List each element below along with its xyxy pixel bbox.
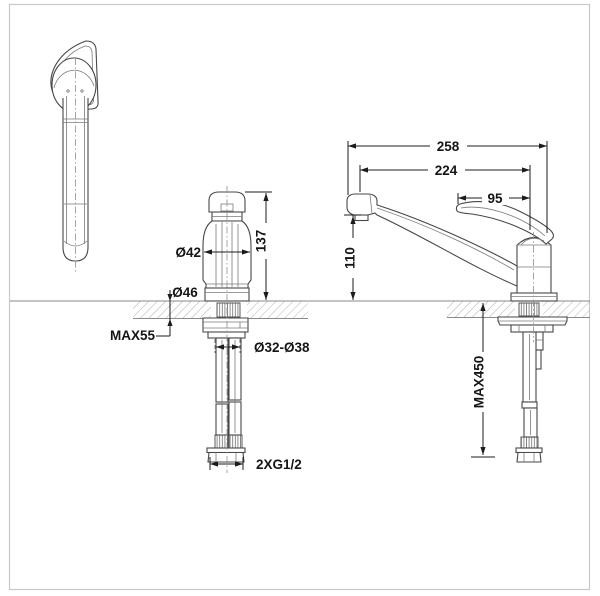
dim-max-mounting-thickness-label: MAX55 [110, 328, 156, 343]
dimension-labels: 258 224 95 110 137 MAX450 Ø42 Ø46 MAX55 … [110, 139, 509, 472]
side-hex-nut [516, 451, 542, 463]
side-hex-flange [515, 447, 543, 454]
side-flange-underplate [510, 324, 554, 333]
dim-supply-hose-thread-label: 2XG1/2 [256, 457, 302, 472]
plan-view-faucet [50, 40, 99, 272]
dim-base-diameter-label: Ø46 [172, 285, 198, 300]
front-hex-flange [206, 447, 246, 454]
front-hose-nut-left [214, 434, 229, 449]
side-spout-hl [376, 207, 515, 271]
dim-overall-length-label: 258 [437, 139, 460, 154]
front-mounting-bracket [202, 317, 249, 333]
plan-pin-left [66, 89, 70, 93]
side-handle-hl [460, 206, 546, 237]
plan-handle-dome-inner [53, 69, 95, 89]
front-hose-nut-right [228, 434, 243, 449]
side-hose-joint [521, 401, 538, 409]
dimension-annotations [156, 141, 548, 470]
side-threaded-shank [518, 302, 540, 317]
dim-handle-length-label: 95 [487, 191, 503, 206]
dim-mounting-hole-diameter-label: Ø32-Ø38 [254, 340, 310, 355]
front-threaded-shank [216, 302, 241, 318]
page-frame [8, 3, 591, 591]
front-hex-nut [207, 451, 245, 463]
side-body [516, 236, 552, 294]
side-hose-knurl-nut [520, 436, 539, 449]
side-view-faucet [346, 193, 568, 463]
side-tip-seam [369, 194, 373, 214]
plan-cap-arc [63, 240, 88, 247]
side-base-escutcheon [510, 292, 558, 302]
side-handle-neck [520, 237, 545, 246]
dim-spout-height-label: 110 [343, 247, 358, 269]
front-collar [207, 331, 246, 339]
dim-body-height-label: 137 [254, 230, 269, 253]
plan-pin-right [80, 89, 84, 93]
dim-max-hose-reach-label: MAX450 [472, 356, 487, 409]
dim-spout-tube-diameter-label: Ø42 [175, 245, 201, 260]
dim-spout-reach-label: 224 [435, 163, 458, 178]
front-view-faucet [202, 186, 252, 473]
side-aerator [354, 214, 369, 222]
side-handle-lever [455, 201, 555, 245]
